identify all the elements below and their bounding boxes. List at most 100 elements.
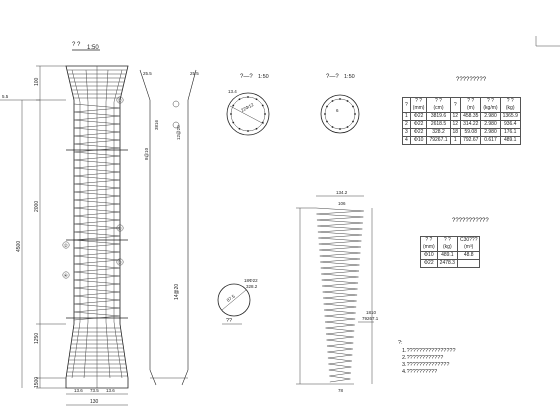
dim-lower: 1250 bbox=[34, 333, 40, 344]
note-item: 1.???????????????? bbox=[402, 348, 456, 354]
table-cell: 1 bbox=[402, 112, 411, 121]
table-cell: 792.67 bbox=[460, 136, 482, 145]
notes-list: 1.????????????????2.????????????3.??????… bbox=[402, 348, 456, 376]
dim-upper: 2000 bbox=[34, 201, 40, 212]
rebar-dot bbox=[354, 113, 356, 115]
rebar-dot bbox=[238, 127, 241, 130]
elevation-mark: 5.5 bbox=[2, 94, 9, 99]
table-cell: 1365.9 bbox=[499, 112, 521, 121]
table-cell: 79267.1 bbox=[426, 136, 451, 145]
elevation-scale: 1:50 bbox=[87, 45, 99, 51]
notes-heading: ?: bbox=[398, 340, 403, 346]
section-view-1: ?—? 1:50 22Φ12 13.4 bbox=[226, 74, 270, 136]
table-cell: 2618.5 bbox=[426, 120, 451, 129]
spiral-detail: 134.2 106 78 1810 79267.1 bbox=[296, 190, 379, 393]
table-header-cell: ? ?(mm) bbox=[409, 97, 428, 113]
spiral-note-b: 79267.1 bbox=[362, 316, 379, 321]
elevation-title: ? ? bbox=[72, 42, 81, 48]
note-item: 3.?????????????? bbox=[402, 362, 450, 368]
bottom-spacing-b: 73.5 bbox=[90, 388, 99, 393]
table-header-cell: ? ?(mm) bbox=[420, 236, 438, 252]
rebar-dot bbox=[326, 105, 328, 108]
table-cell: 489.1 bbox=[436, 251, 458, 260]
pile-outline bbox=[65, 65, 129, 389]
table-cell: 328.2 bbox=[426, 128, 451, 137]
bottom-spacing-a: 13.6 bbox=[74, 388, 83, 393]
rebar-dot bbox=[352, 105, 354, 108]
bottom-spacing-c: 13.6 bbox=[106, 388, 115, 393]
section1-scale: 1:50 bbox=[258, 74, 269, 80]
rebar-dot bbox=[232, 121, 235, 124]
table-cell: 2478.3 bbox=[436, 259, 458, 268]
rebar-dot bbox=[339, 98, 341, 100]
table-cell: Φ10 bbox=[409, 136, 428, 145]
table1-title: ????????? bbox=[456, 77, 487, 83]
rebar-dot bbox=[326, 120, 328, 123]
table-cell: 59.08 bbox=[460, 128, 482, 137]
table-header-cell: ? bbox=[402, 97, 411, 113]
rebar-dot bbox=[238, 98, 241, 101]
rebar-dot bbox=[255, 127, 258, 130]
spiral-mid-width: 106 bbox=[338, 201, 346, 206]
pile-elevation-view: ? ? 1:50 100 2000 4500 1250 1500 bbox=[0, 42, 129, 406]
section1-bar: 22Φ12 bbox=[240, 102, 255, 113]
spiral-bottom-width: 78 bbox=[338, 388, 344, 393]
stirrup-spacing: 8@10 bbox=[144, 147, 149, 160]
table-header-row: ?? ?(mm)? ?(cm)?? ?(m)? ?(kg/m)? ?(kg) bbox=[402, 97, 521, 113]
rebar-dot bbox=[255, 98, 258, 101]
spiral-note-a: 1810 bbox=[366, 310, 377, 315]
strip-label-b: 25.5 bbox=[190, 71, 199, 76]
table-cell bbox=[456, 259, 481, 268]
table-cell: 0.617 bbox=[480, 136, 501, 145]
table-cell: 12 bbox=[449, 120, 462, 129]
rebar-dot bbox=[346, 126, 349, 128]
section1-title: ?—? bbox=[240, 74, 253, 80]
table2-title: ??????????? bbox=[452, 218, 489, 224]
note-item: 4.?????????? bbox=[402, 369, 438, 375]
rebar-dot bbox=[346, 100, 349, 102]
rebar-dot bbox=[324, 113, 326, 115]
dim-bottom: 1500 bbox=[34, 377, 40, 388]
spiral-stirrup-detail bbox=[315, 207, 364, 383]
table-cell: 458.35 bbox=[460, 112, 482, 121]
ring-radius: 87.5 bbox=[226, 293, 236, 302]
bar-mark-5: ⑤ bbox=[118, 226, 123, 231]
table-cell: 2.980 bbox=[480, 120, 501, 129]
section2-scale: 1:50 bbox=[344, 74, 355, 80]
table-cell: 2 bbox=[402, 120, 411, 129]
table-cell: Φ10 bbox=[420, 251, 438, 260]
table-cell: 1 bbox=[449, 136, 462, 145]
table-cell: 48.8 bbox=[456, 251, 481, 260]
rebar-dot bbox=[230, 113, 232, 115]
table-header-cell: ? ?(m) bbox=[460, 97, 482, 113]
rebar-dot bbox=[232, 104, 235, 107]
rebar-dot bbox=[264, 113, 266, 115]
top-stirrups bbox=[66, 69, 128, 99]
spiral-top-width: 134.2 bbox=[336, 190, 348, 195]
table-cell: 176.1 bbox=[499, 128, 521, 137]
table-header-row: ? ?(mm)? ?(kg)C30???(m³) bbox=[420, 236, 481, 252]
table-cell: 314.22 bbox=[460, 120, 482, 129]
rebar-dot bbox=[247, 96, 249, 98]
table-cell: 3 bbox=[402, 128, 411, 137]
strip-label-a: 25.5 bbox=[143, 71, 152, 76]
rebar-dot bbox=[261, 104, 264, 107]
spiral-count: 14@20 bbox=[174, 284, 180, 300]
bottom-stirrups bbox=[66, 327, 128, 377]
strip-count-a: 3816 bbox=[154, 119, 159, 130]
table-header-cell: ? ?(cm) bbox=[426, 97, 451, 113]
table-cell: Φ22 bbox=[420, 259, 438, 268]
table-header-cell: ? ?(kg/m) bbox=[480, 97, 501, 113]
pile-bottom-width: 130 bbox=[90, 399, 99, 405]
table-cell: 489.1 bbox=[499, 136, 521, 145]
rebar-dot bbox=[331, 126, 334, 128]
strip-count-b: 12@20 bbox=[176, 125, 181, 140]
table-cell: 3819.6 bbox=[426, 112, 451, 121]
